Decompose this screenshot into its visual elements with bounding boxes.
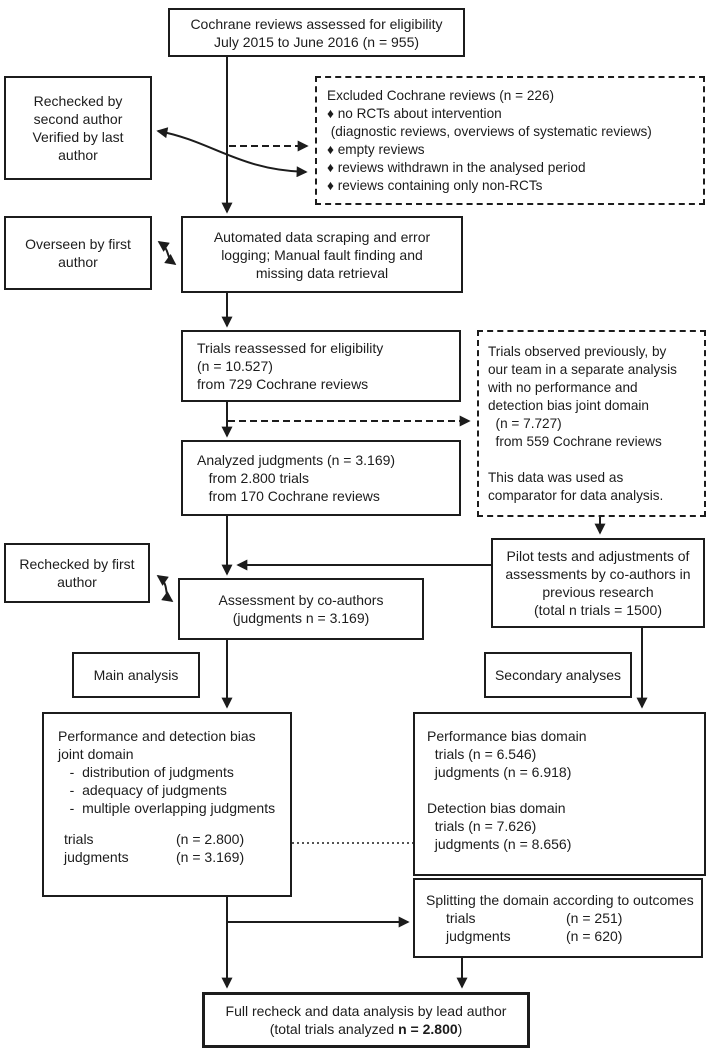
box-automated-scraping-text: Automated data scraping and error loggin…	[213, 228, 431, 281]
box-trials-reassessed: Trials reassessed for eligibility (n = 1…	[181, 330, 461, 402]
joint-domain-trials-row: trials (n = 2.800)	[64, 830, 244, 848]
box-overseen-first-author-text: Overseen by first author	[25, 236, 131, 270]
box-splitting-domain: Splitting the domain according to outcom…	[413, 878, 703, 958]
main-analysis-label: Main analysis	[93, 667, 179, 683]
connector-rechecked1-assessment-curve	[156, 575, 174, 602]
splitting-domain-title: Splitting the domain according to outcom…	[426, 892, 694, 908]
box-trials-observed-previously-text: Trials observed previously, by our team …	[488, 343, 677, 503]
splitting-judgments-label: judgments	[446, 928, 511, 944]
box-bias-domains-text: Performance bias domain trials (n = 6.54…	[427, 728, 587, 852]
full-recheck-total-bold: n = 2.800	[398, 1021, 458, 1037]
box-assessment-coauthors-text: Assessment by co-authors (judgments n = …	[218, 592, 384, 626]
box-excluded-reviews: Excluded Cochrane reviews (n = 226) ♦ no…	[315, 76, 705, 205]
box-rechecked-first-author-text: Rechecked by first author	[19, 556, 135, 590]
connector-rechecked2-excluded-curve	[156, 127, 308, 178]
box-secondary-analyses-label: Secondary analyses	[484, 652, 632, 698]
splitting-trials-row: trials (n = 251)	[446, 909, 622, 927]
box-bias-domains: Performance bias domain trials (n = 6.54…	[413, 712, 706, 876]
box-excluded-reviews-text: Excluded Cochrane reviews (n = 226) ♦ no…	[327, 87, 652, 193]
box-rechecked-second-author-text: Rechecked by second author Verified by l…	[32, 93, 124, 163]
joint-domain-counts: trials (n = 2.800) judgments (n = 3.169)	[64, 830, 244, 866]
joint-domain-trials-label: trials	[64, 831, 94, 847]
splitting-judgments-value: (n = 620)	[566, 928, 623, 944]
box-rechecked-first-author: Rechecked by first author	[4, 543, 150, 603]
box-eligibility: Cochrane reviews assessed for eligibilit…	[168, 8, 465, 57]
box-full-recheck: Full recheck and data analysis by lead a…	[202, 992, 530, 1048]
splitting-trials-label: trials	[446, 910, 476, 926]
joint-domain-judgments-label: judgments	[64, 849, 129, 865]
box-assessment-coauthors: Assessment by co-authors (judgments n = …	[178, 578, 424, 640]
box-rechecked-second-author: Rechecked by second author Verified by l…	[4, 76, 152, 180]
joint-domain-trials-value: (n = 2.800)	[176, 831, 245, 847]
box-trials-reassessed-text: Trials reassessed for eligibility (n = 1…	[197, 340, 384, 392]
full-recheck-line1: Full recheck and data analysis by lead a…	[225, 1003, 507, 1019]
splitting-domain-counts: trials (n = 251) judgments (n = 620)	[446, 909, 622, 945]
box-analyzed-judgments: Analyzed judgments (n = 3.169) from 2.80…	[181, 440, 461, 516]
secondary-analyses-label: Secondary analyses	[494, 667, 622, 683]
joint-domain-judgments-value: (n = 3.169)	[176, 849, 245, 865]
box-analyzed-judgments-text: Analyzed judgments (n = 3.169) from 2.80…	[197, 452, 396, 504]
box-trials-observed-previously: Trials observed previously, by our team …	[477, 330, 706, 517]
box-automated-scraping: Automated data scraping and error loggin…	[181, 216, 463, 293]
box-pilot-tests: Pilot tests and adjustments of assessmen…	[491, 538, 705, 628]
joint-domain-judgments-row: judgments (n = 3.169)	[64, 848, 244, 866]
connector-overseen-automated-curve	[157, 241, 177, 265]
box-joint-domain-text: Performance and detection bias joint dom…	[58, 728, 276, 816]
box-pilot-tests-text: Pilot tests and adjustments of assessmen…	[505, 548, 691, 618]
box-overseen-first-author: Overseen by first author	[4, 216, 152, 290]
splitting-judgments-row: judgments (n = 620)	[446, 927, 622, 945]
box-joint-domain: Performance and detection bias joint dom…	[42, 712, 292, 897]
box-main-analysis-label: Main analysis	[72, 652, 200, 698]
full-recheck-line2: (total trials analyzed n = 2.800)	[269, 1021, 463, 1037]
splitting-trials-value: (n = 251)	[566, 910, 623, 926]
box-eligibility-text: Cochrane reviews assessed for eligibilit…	[190, 15, 443, 50]
